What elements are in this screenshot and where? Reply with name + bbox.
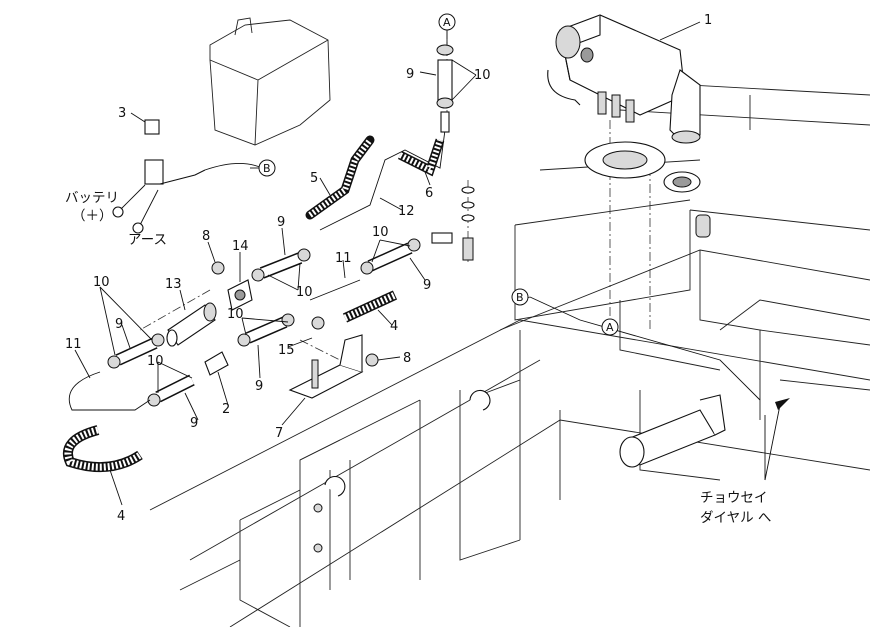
text-labels: バッテリ （＋） アース チョウセイ ダイヤル へ <box>65 190 771 526</box>
label-part-9f: 9 <box>190 416 198 431</box>
label-part-10c: 10 <box>296 285 313 300</box>
fuel-line-12 <box>319 129 446 231</box>
label-part-11a: 11 <box>335 251 352 266</box>
label-part-1: 1 <box>704 13 712 28</box>
label-part-10a: 10 <box>474 68 491 83</box>
label-part-5: 5 <box>310 171 318 186</box>
top-pipe-assembly <box>436 44 454 133</box>
label-part-15: 15 <box>278 343 295 358</box>
label-part-4a: 4 <box>390 319 398 334</box>
label-adjust-line1: チョウセイ <box>700 490 768 506</box>
bracket-14 <box>211 261 253 311</box>
label-part-11b: 11 <box>65 337 82 352</box>
label-part-13: 13 <box>165 277 182 292</box>
label-battery-plus: （＋） <box>72 208 113 224</box>
pipe-11 <box>309 279 361 301</box>
label-part-9c: 9 <box>423 278 431 293</box>
pipe-11-lower <box>68 371 151 411</box>
fuel-filter-2 <box>204 351 229 376</box>
label-part-4b: 4 <box>117 509 125 524</box>
label-part-10e: 10 <box>227 307 244 322</box>
label-part-14: 14 <box>232 239 249 254</box>
label-adjust-line2: ダイヤル へ <box>700 510 771 526</box>
label-part-2: 2 <box>222 402 230 417</box>
heater-gaskets <box>584 141 711 238</box>
reference-markers: A A B B <box>258 13 619 336</box>
pipe-segments <box>107 238 421 407</box>
ref-b-left-circle <box>258 159 276 177</box>
fuel-tank <box>209 17 331 146</box>
label-part-9a: 9 <box>406 67 414 82</box>
circlips <box>313 389 491 553</box>
adjustment-dial <box>619 394 790 481</box>
label-part-9b: 9 <box>277 215 285 230</box>
label-battery: バッテリ <box>65 190 119 206</box>
ref-b-right-label: B <box>516 291 524 304</box>
ref-a-bottom-circle <box>601 318 619 336</box>
label-part-10b: 10 <box>372 225 389 240</box>
label-part-8b: 8 <box>403 351 411 366</box>
ref-b-right-circle <box>511 288 529 306</box>
chassis-frame <box>149 79 870 627</box>
part-labels: 1 2 3 4 4 5 6 7 8 8 9 9 9 9 9 9 10 10 10… <box>65 13 712 524</box>
corrugated-hose-4-lower <box>63 425 143 473</box>
label-part-3: 3 <box>118 106 126 121</box>
label-part-9d: 9 <box>115 317 123 332</box>
label-part-12: 12 <box>398 204 415 219</box>
ref-a-bottom-label: A <box>606 321 614 334</box>
label-part-6: 6 <box>425 186 433 201</box>
battery-harness <box>112 119 263 234</box>
label-earth: アース <box>128 232 167 248</box>
label-part-8a: 8 <box>202 229 210 244</box>
fuel-pump-13 <box>166 302 217 347</box>
heater-unit <box>555 14 701 144</box>
ref-b-left-label: B <box>263 162 271 175</box>
leader-lines <box>74 21 701 506</box>
ref-a-top-label: A <box>443 16 451 29</box>
label-part-9e: 9 <box>255 379 263 394</box>
harness-b <box>529 296 761 401</box>
label-part-10f: 10 <box>147 354 164 369</box>
bolt-stack <box>431 186 475 261</box>
bracket-7 <box>288 316 379 399</box>
ref-a-top-circle <box>438 13 456 31</box>
label-part-7: 7 <box>275 426 283 441</box>
label-part-10d: 10 <box>93 275 110 290</box>
heater-harness <box>547 69 581 106</box>
